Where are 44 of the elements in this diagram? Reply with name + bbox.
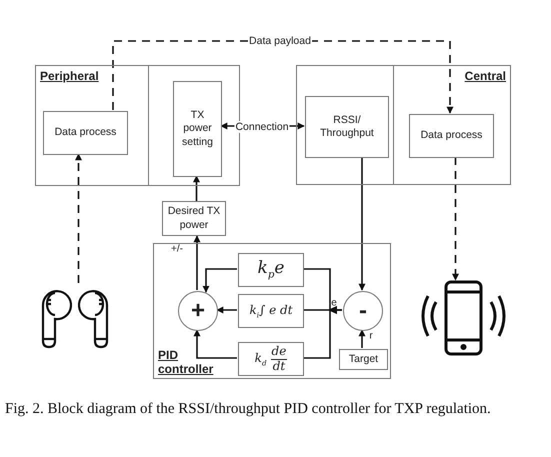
signal-label: r [369,330,373,342]
dashed-arrow [452,157,459,281]
process-box [43,111,128,155]
arrow [194,329,237,359]
gain-block [238,294,304,328]
gain-block [238,342,304,376]
math-formula: k$_{i}$∫ e dt [249,302,293,320]
arrow [358,157,366,291]
arrow [216,306,237,314]
arrow [303,306,342,359]
process-box [173,81,222,177]
box-label: Desired TX power [166,204,222,232]
math-formula: k$_{d}$ [254,350,267,368]
summing-junction [178,291,218,331]
fraction-denominator: dt [272,360,286,373]
group-title: PID controller [158,349,214,377]
arrow [194,235,200,290]
figure-caption: Fig. 2. Block diagram of the RSSI/throughput PID controller for TXP regulation. [5,400,492,418]
box-label: Data process [420,128,484,144]
math-formula: k$_{p}$e [258,258,284,282]
group-title: Central [464,70,506,84]
edge-label: Data payload [248,35,312,47]
group-panel [153,243,391,379]
dashed-arrow [75,153,82,283]
arrow [193,175,200,201]
box-label: Data process [54,125,118,140]
box-label: Target [348,352,380,367]
process-box [409,114,494,158]
operator-sign: + [190,299,205,323]
arrow [358,329,366,348]
gain-block [238,253,304,287]
signal-label: +/- [171,244,183,254]
signal-label: e [331,298,337,308]
fraction-numerator: de [270,345,288,360]
process-box [305,96,389,158]
arrow [202,268,237,293]
group-title: Peripheral [40,70,99,84]
box-label: RSSI/ Throughput [319,112,375,141]
box-label: TX power setting [181,108,214,150]
edge-label: Connection [234,121,290,133]
summing-junction [343,291,383,331]
operator-sign: - [359,299,367,323]
process-box [339,349,388,370]
group-panel [296,65,511,185]
